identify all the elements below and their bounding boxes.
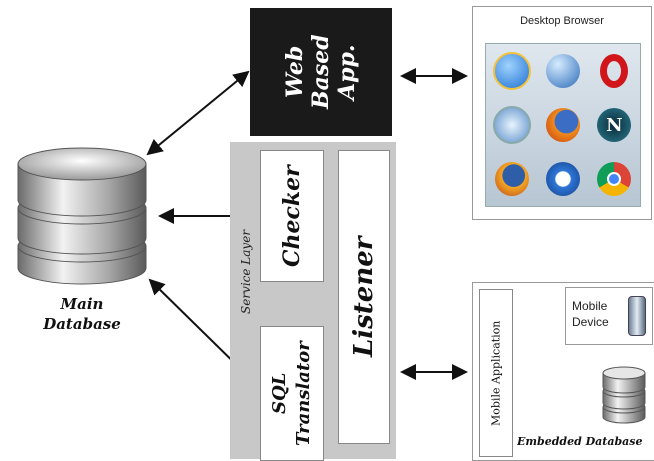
sql-translator-label: SQL Translator (269, 341, 314, 446)
arrow-db-webapp (146, 70, 250, 156)
service-layer-panel: Service Layer Checker SQL Translator Lis… (230, 142, 396, 461)
checker-label: Checker (279, 165, 305, 267)
mobile-panel: Mobile Application Mobile Device Embedde… (472, 282, 654, 461)
sql-translator-box: SQL Translator (260, 326, 324, 461)
firefox-icon (545, 108, 580, 142)
globe-browser-icon (545, 54, 580, 88)
main-database: Main Database (12, 142, 152, 352)
embedded-database-label: Embedded Database (517, 435, 643, 448)
mobile-device-box: Mobile Device (565, 287, 653, 345)
safari-icon (492, 106, 531, 144)
firefox-old-icon (494, 162, 529, 196)
netscape-icon: N (597, 108, 632, 142)
mobile-device-label: Mobile Device (572, 299, 609, 329)
embedded-database-icon (602, 366, 646, 424)
browser-icon-grid: N (485, 43, 641, 207)
chrome-icon (597, 162, 632, 196)
desktop-browser-panel: Desktop Browser N (472, 6, 652, 220)
maxthon-icon (545, 162, 580, 196)
service-layer-label: Service Layer (239, 229, 253, 315)
database-cylinder-icon (17, 147, 147, 285)
web-app-label: Web Based App. (282, 34, 360, 110)
web-app-box: Web Based App. (250, 8, 392, 136)
main-database-label: Main Database (43, 295, 121, 333)
listener-box: Listener (338, 150, 390, 444)
opera-icon (600, 54, 629, 88)
internet-explorer-icon (492, 52, 531, 90)
mobile-application-box: Mobile Application (479, 289, 513, 457)
checker-box: Checker (260, 150, 324, 282)
listener-label: Listener (349, 236, 379, 358)
mobile-phone-icon (628, 296, 646, 336)
desktop-browser-title: Desktop Browser (520, 15, 604, 27)
mobile-application-label: Mobile Application (489, 320, 503, 426)
